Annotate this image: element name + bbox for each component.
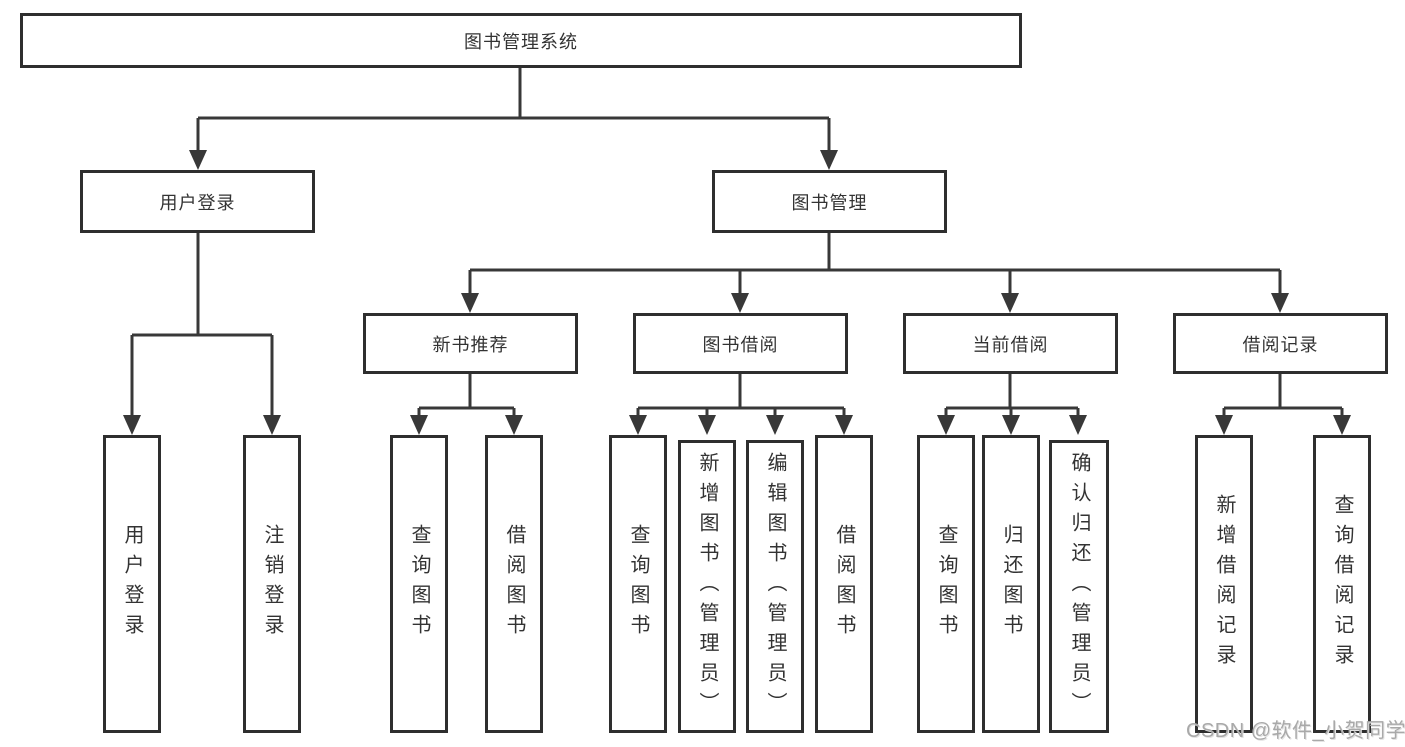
leaf-borrow-add-books-admin: 新增图书（管理员） [678,440,736,733]
node-user-login-label: 用户登录 [159,192,236,213]
node-borrowing-records: 借阅记录 [1173,313,1388,374]
leaf-current-return-books: 归还图书 [982,435,1040,733]
leaf-records-add-record-label: 新增借阅记录 [1213,494,1235,674]
leaf-borrow-borrow-books-label: 借阅图书 [833,524,855,644]
leaf-borrow-edit-books-admin-label: 编辑图书（管理员） [764,451,786,722]
node-current-borrowing-label: 当前借阅 [972,334,1049,355]
leaf-newbook-query-books: 查询图书 [390,435,448,733]
node-book-management-label: 图书管理 [791,192,868,213]
node-book-management: 图书管理 [712,170,947,233]
node-root-system: 图书管理系统 [20,13,1022,68]
leaf-login-logout: 注销登录 [243,435,301,733]
leaf-borrow-query-books: 查询图书 [609,435,667,733]
leaf-current-query-books: 查询图书 [917,435,975,733]
leaf-borrow-query-books-label: 查询图书 [627,524,649,644]
csdn-watermark: CSDN @软件_小贺同学 [1186,720,1405,742]
node-new-book-recommend: 新书推荐 [363,313,578,374]
leaf-current-return-books-label: 归还图书 [1000,524,1022,644]
arrowhead-down-icons [123,150,1351,435]
leaf-login-logout-label: 注销登录 [261,524,283,644]
node-user-login: 用户登录 [80,170,315,233]
leaf-current-confirm-return-admin-label: 确认归还（管理员） [1068,451,1090,722]
leaf-current-confirm-return-admin: 确认归还（管理员） [1049,440,1109,733]
node-new-book-recommend-label: 新书推荐 [432,334,509,355]
node-borrowing-records-label: 借阅记录 [1242,334,1319,355]
node-root-label: 图书管理系统 [464,31,578,52]
node-book-borrowing: 图书借阅 [633,313,848,374]
node-current-borrowing: 当前借阅 [903,313,1118,374]
leaf-records-add-record: 新增借阅记录 [1195,435,1253,733]
node-book-borrowing-label: 图书借阅 [702,334,779,355]
leaf-borrow-edit-books-admin: 编辑图书（管理员） [746,440,804,733]
leaf-current-query-books-label: 查询图书 [935,524,957,644]
leaf-records-query-record: 查询借阅记录 [1313,435,1371,733]
leaf-borrow-add-books-admin-label: 新增图书（管理员） [696,451,718,722]
leaf-newbook-query-books-label: 查询图书 [408,524,430,644]
leaf-login-user-login-label: 用户登录 [121,524,143,644]
leaf-login-user-login: 用户登录 [103,435,161,733]
leaf-newbook-borrow-books: 借阅图书 [485,435,543,733]
leaf-borrow-borrow-books: 借阅图书 [815,435,873,733]
leaf-newbook-borrow-books-label: 借阅图书 [503,524,525,644]
leaf-records-query-record-label: 查询借阅记录 [1331,494,1353,674]
